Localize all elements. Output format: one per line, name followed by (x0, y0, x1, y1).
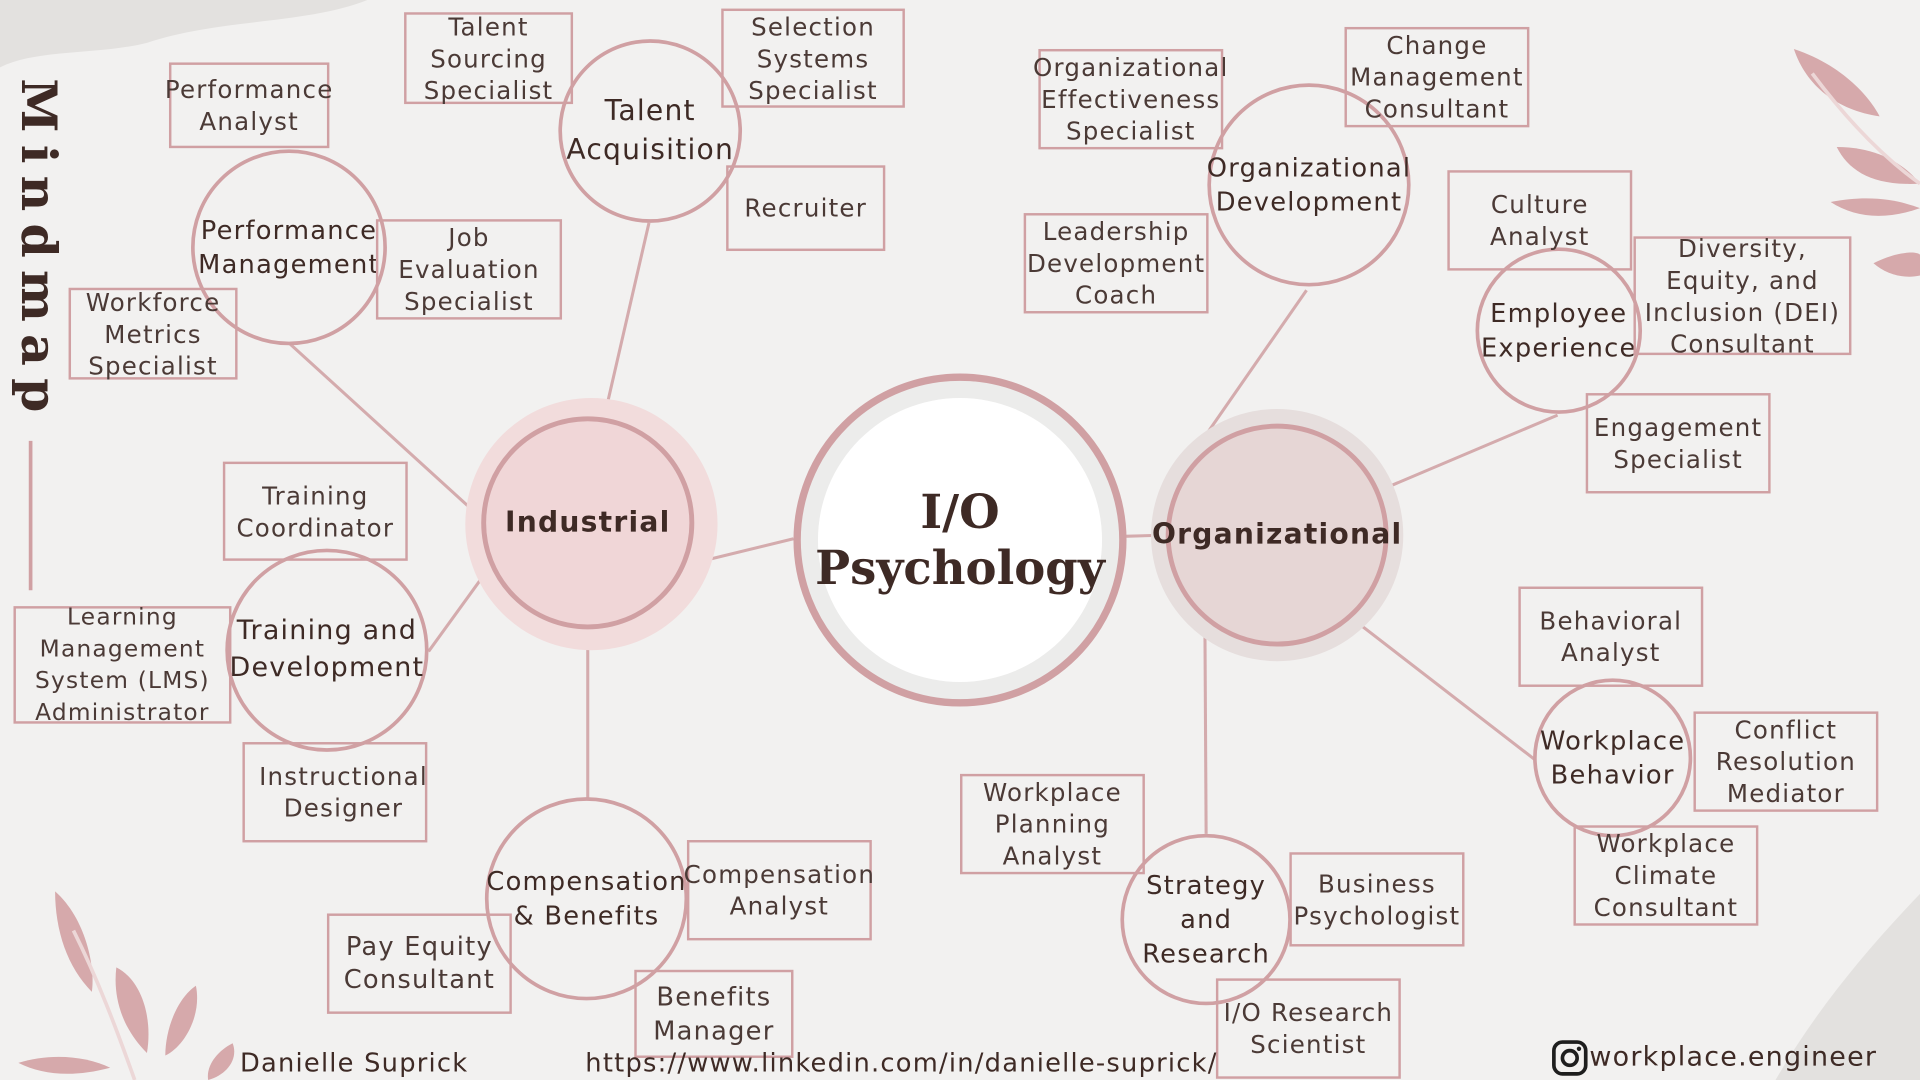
role-job-evaluation-specialist: Job Evaluation Specialist (375, 219, 563, 320)
instagram-handle[interactable]: workplace.engineer (1589, 1042, 1878, 1073)
role-benefits-manager: Benefits Manager (634, 969, 794, 1058)
role-behavioral-analyst: Behavioral Analyst (1518, 586, 1704, 687)
industrial-label: Industrial (505, 506, 671, 539)
role-pay-equity-consultant: Pay Equity Consultant (326, 913, 512, 1014)
role-change-management-consultant: Change Management Consultant (1344, 26, 1530, 128)
role-conflict-resolution-mediator: Conflict Resolution Mediator (1693, 711, 1879, 812)
role-leadership-development-coach: Leadership Development Coach (1023, 213, 1209, 314)
role-organizational-effectiveness-specialist: Organizational Effectiveness Specialist (1033, 48, 1227, 150)
role-compensation-analyst: Compensation Analyst (684, 840, 874, 941)
role-performance-analyst: Performance Analyst (165, 62, 332, 149)
role-io-research-scientist: I/O Research Scientist (1215, 978, 1401, 1079)
role-selection-systems-specialist: Selection Systems Specialist (721, 8, 905, 108)
organizational-node: Organizational (1152, 423, 1401, 647)
industrial-node: Industrial (481, 416, 695, 630)
role-dei-consultant: Diversity, Equity, and Inclusion (DEI) C… (1633, 233, 1852, 358)
talent-acquisition-node: Talent Acquisition (558, 39, 743, 223)
role-recruiter: Recruiter (726, 165, 886, 252)
role-instructional-designer: Instructional Designer (242, 742, 428, 843)
leaf-decoration (18, 48, 1920, 1080)
profile-url[interactable]: https://www.linkedin.com/in/danielle-sup… (585, 1048, 1218, 1078)
mindmap-title: Mindmap (9, 78, 68, 425)
instagram-icon (1551, 1040, 1588, 1077)
role-training-coordinator: Training Coordinator (222, 461, 408, 561)
role-engagement-specialist: Engagement Specialist (1585, 393, 1771, 494)
role-workplace-planning-analyst: Workplace Planning Analyst (960, 773, 1145, 875)
training-development-node: Training and Development (225, 548, 429, 752)
role-culture-analyst: Culture Analyst (1447, 170, 1633, 271)
role-talent-sourcing-specialist: Talent Sourcing Specialist (404, 12, 574, 105)
role-workforce-metrics-specialist: Workforce Metrics Specialist (68, 287, 238, 380)
performance-management-node: Performance Management (191, 149, 387, 346)
employee-experience-node: Employee Experience (1475, 247, 1643, 414)
organizational-label: Organizational (1151, 519, 1403, 552)
center-node: I/O Psychology (793, 373, 1127, 707)
role-lms-administrator: Learning Management System (LMS) Adminis… (13, 604, 232, 726)
center-title: I/O Psychology (815, 483, 1105, 596)
role-workplace-climate-consultant: Workplace Climate Consultant (1573, 825, 1759, 926)
role-business-psychologist: Business Psychologist (1289, 852, 1465, 947)
torn-paper-bottom-right (1775, 893, 1920, 1080)
compensation-benefits-node: Compensation & Benefits (484, 797, 689, 1001)
organizational-development-node: Organizational Development (1207, 83, 1411, 287)
torn-paper-top-left (0, 0, 368, 68)
author-name: Danielle Suprick (240, 1048, 469, 1078)
workplace-behavior-node: Workplace Behavior (1533, 678, 1693, 838)
